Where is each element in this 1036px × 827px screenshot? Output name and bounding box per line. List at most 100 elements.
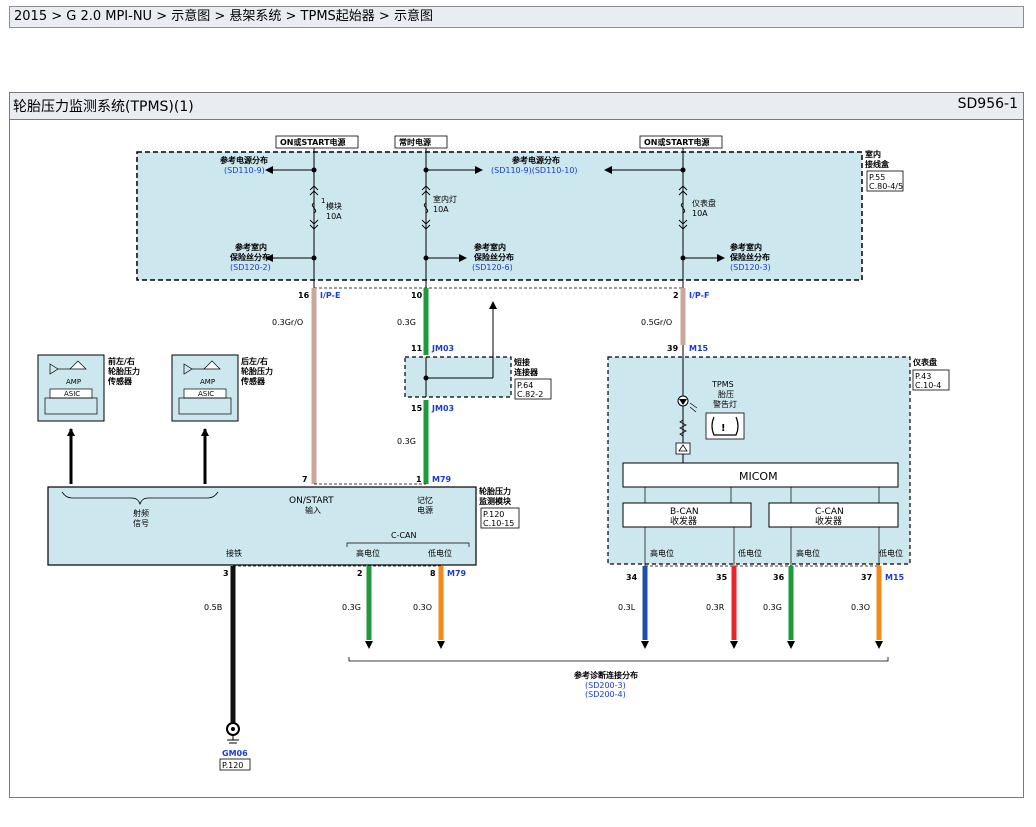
wire-34-label: 0.3L bbox=[618, 603, 636, 612]
arrow-can-orange bbox=[437, 641, 445, 649]
fuse-ref-left-2: 保险丝分布 bbox=[229, 252, 270, 262]
short-label-1: 短接 bbox=[514, 357, 530, 367]
fuse-mid bbox=[421, 185, 431, 230]
pin-35: 35 bbox=[716, 573, 728, 582]
fuse-ref-right-1: 参考室内 bbox=[729, 242, 762, 252]
fuse-left-num: 1 bbox=[321, 197, 325, 205]
pin-11: 11 bbox=[411, 344, 423, 353]
diagram-header: 轮胎压力监测系统(TPMS)(1) SD956-1 bbox=[9, 92, 1024, 120]
diag-ref-code-1: (SD200-3) bbox=[585, 681, 626, 690]
junction-box-panel bbox=[136, 151, 863, 281]
cluster-diode bbox=[678, 444, 688, 452]
module-ccan: C-CAN bbox=[391, 531, 417, 540]
junction-box-ref-2: C.80-4/5 bbox=[869, 182, 903, 191]
tpms-lamp-1: TPMS bbox=[711, 380, 734, 389]
module-mem-2: 电源 bbox=[417, 505, 433, 515]
pin-7: 7 bbox=[302, 475, 308, 484]
fuse-mid-name: 室内灯 bbox=[433, 194, 457, 204]
pin-34: 34 bbox=[626, 573, 638, 582]
module-ccan-brace bbox=[346, 542, 470, 547]
wire-right-label: 0.5Gr/O bbox=[641, 318, 672, 327]
conn-ipe: I/P-E bbox=[320, 291, 340, 300]
bcan-label-1: B-CAN bbox=[670, 507, 699, 517]
source-box-mid bbox=[394, 135, 448, 149]
wire-35-label: 0.3R bbox=[706, 603, 725, 612]
front-sensor-box bbox=[37, 354, 105, 422]
module-rf-2: 信号 bbox=[133, 518, 149, 528]
module-label-2: 监测模块 bbox=[479, 496, 512, 506]
module-label-1: 轮胎压力 bbox=[479, 486, 511, 496]
source-box-right bbox=[639, 135, 723, 149]
diagram-code: SD956-1 bbox=[957, 96, 1018, 112]
conn-m15-a: M15 bbox=[689, 344, 709, 353]
svg-text:!: ! bbox=[721, 423, 726, 434]
junction-box-ref-1: P.55 bbox=[869, 173, 885, 182]
pin-2: 2 bbox=[673, 291, 679, 300]
module-rf-1: 射频 bbox=[133, 508, 149, 518]
fuse-right-amp: 10A bbox=[692, 209, 708, 218]
pin-36: 36 bbox=[773, 573, 785, 582]
conn-ipf: I/P-F bbox=[689, 291, 709, 300]
wire-left-label: 0.3Gr/O bbox=[272, 318, 303, 327]
arrow-35 bbox=[730, 641, 738, 649]
tpms-module-box bbox=[47, 486, 477, 566]
ccan-label-1: C-CAN bbox=[815, 507, 844, 517]
pin-8: 8 bbox=[430, 569, 436, 578]
front-sensor-label-2: 轮胎压力 bbox=[108, 366, 140, 376]
fuse-ref-mid-code: (SD120-6) bbox=[472, 263, 513, 272]
cluster-resistor bbox=[679, 419, 687, 437]
micom-box bbox=[622, 462, 899, 488]
cluster-high-1: 高电位 bbox=[650, 548, 674, 558]
pin-15: 15 bbox=[411, 404, 423, 413]
cluster-box bbox=[607, 356, 911, 565]
conn-m79-a: M79 bbox=[432, 475, 452, 484]
ccan-label-2: 收发器 bbox=[815, 515, 842, 527]
fuse-left-name: 模块 bbox=[326, 201, 342, 211]
diag-ref-code-2: (SD200-4) bbox=[585, 690, 626, 699]
module-low: 低电位 bbox=[428, 548, 452, 558]
cluster-high-2: 高电位 bbox=[796, 548, 820, 558]
cluster-low-1: 低电位 bbox=[738, 548, 762, 558]
rear-sensor-label-2: 轮胎压力 bbox=[241, 366, 273, 376]
short-ref-2: C.82-2 bbox=[517, 390, 543, 399]
power-ref-left-label: 参考电源分布 bbox=[219, 155, 268, 165]
conn-jm03-b: JM03 bbox=[431, 404, 454, 413]
wire-36-label: 0.3G bbox=[763, 603, 782, 612]
front-sensor-amp: AMP bbox=[66, 378, 81, 386]
rear-sensor-label-3: 传感器 bbox=[240, 376, 266, 386]
front-sensor-symbol bbox=[44, 360, 98, 415]
cluster-ref-1: P.43 bbox=[915, 372, 931, 381]
diagram-title: 轮胎压力监测系统(TPMS)(1) bbox=[13, 99, 194, 115]
module-high: 高电位 bbox=[356, 548, 380, 558]
fuse-ref-right-code: (SD120-3) bbox=[730, 263, 771, 272]
bcan-label-2: 收发器 bbox=[670, 515, 697, 527]
rear-sensor-label-1: 后左/右 bbox=[241, 356, 268, 366]
conn-jm03-a: JM03 bbox=[431, 344, 454, 353]
tpms-lamp-3: 警告灯 bbox=[713, 399, 737, 409]
ccan-box bbox=[768, 502, 899, 528]
fuse-left bbox=[309, 185, 319, 230]
junction-box-label-1: 室内 bbox=[865, 149, 881, 159]
fuse-right bbox=[678, 185, 688, 230]
source-right: ON或START电源 bbox=[644, 137, 710, 147]
module-ref-1: P.120 bbox=[483, 510, 504, 519]
pin-16: 16 bbox=[298, 291, 310, 300]
front-sensor-asic: ASIC bbox=[64, 390, 80, 398]
cluster-label: 仪表盘 bbox=[912, 357, 937, 367]
module-ref-2: C.10-15 bbox=[483, 519, 514, 528]
pin-3: 3 bbox=[223, 569, 229, 578]
breadcrumb[interactable]: 2015 > G 2.0 MPI-NU > 示意图 > 悬架系统 > TPMS起… bbox=[9, 6, 1024, 28]
fuse-ref-left-1: 参考室内 bbox=[234, 242, 267, 252]
junction-box-label-2: 接线盒 bbox=[865, 159, 890, 169]
module-mem-1: 记忆 bbox=[417, 495, 433, 505]
short-label-2: 连接器 bbox=[514, 367, 539, 377]
fuse-left-amp: 10A bbox=[326, 212, 342, 221]
power-ref-left-code: (SD110-9) bbox=[224, 166, 265, 175]
diag-ref-label: 参考诊断连接分布 bbox=[573, 670, 638, 680]
arrow-34 bbox=[641, 641, 649, 649]
wire-mid-label-2: 0.3G bbox=[397, 437, 416, 446]
conn-m15-b: M15 bbox=[885, 573, 905, 582]
power-ref-mid-label: 参考电源分布 bbox=[511, 155, 560, 165]
module-ref-box bbox=[480, 507, 520, 529]
tpms-lamp-2: 胎压 bbox=[718, 389, 734, 399]
